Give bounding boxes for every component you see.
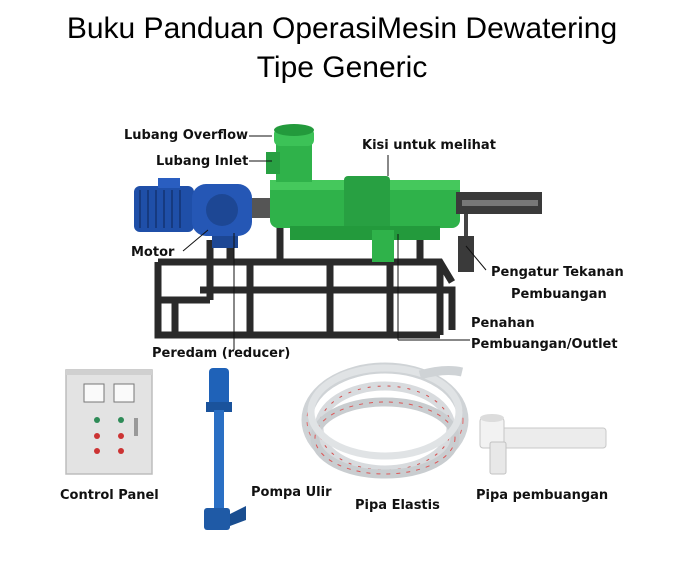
label-pressure-regulator-1: Pengatur Tekanan: [491, 265, 624, 280]
label-elastic-hose: Pipa Elastis: [355, 498, 440, 513]
label-discharge-pipe: Pipa pembuangan: [476, 488, 609, 503]
label-viewing-grille: Kisi untuk melihat: [362, 138, 496, 153]
reducer: [192, 184, 252, 248]
gauge-right: [113, 383, 135, 403]
dewatering-machine: [134, 124, 542, 339]
label-pressure-regulator-2: Pembuangan: [511, 287, 607, 302]
elastic-hose-coil: [301, 362, 469, 479]
machine-frame: [154, 225, 456, 339]
gauge-left: [83, 383, 105, 403]
label-control-panel: Control Panel: [60, 488, 159, 503]
label-outlet-holder-2: Pembuangan/Outlet: [471, 337, 618, 352]
leader-lines: [182, 135, 487, 350]
pressure-regulator: [456, 192, 542, 272]
control-panel-box: [65, 369, 153, 475]
label-screw-pump: Pompa Ulir: [251, 485, 332, 500]
label-inlet-hole: Lubang Inlet: [156, 154, 249, 169]
label-outlet-holder-1: Penahan: [471, 316, 535, 331]
discharge-pipe: [479, 414, 607, 475]
label-reducer: Peredam (reducer): [152, 346, 291, 361]
label-overflow-hole: Lubang Overflow: [124, 128, 249, 143]
screw-press-body: [266, 124, 460, 262]
manual-title-line1: Buku Panduan OperasiMesin Dewatering: [66, 12, 618, 45]
motor: [134, 178, 194, 232]
screw-pump: [204, 368, 246, 530]
manual-title-line2: Tipe Generic: [256, 51, 428, 84]
label-motor: Motor: [131, 245, 175, 260]
